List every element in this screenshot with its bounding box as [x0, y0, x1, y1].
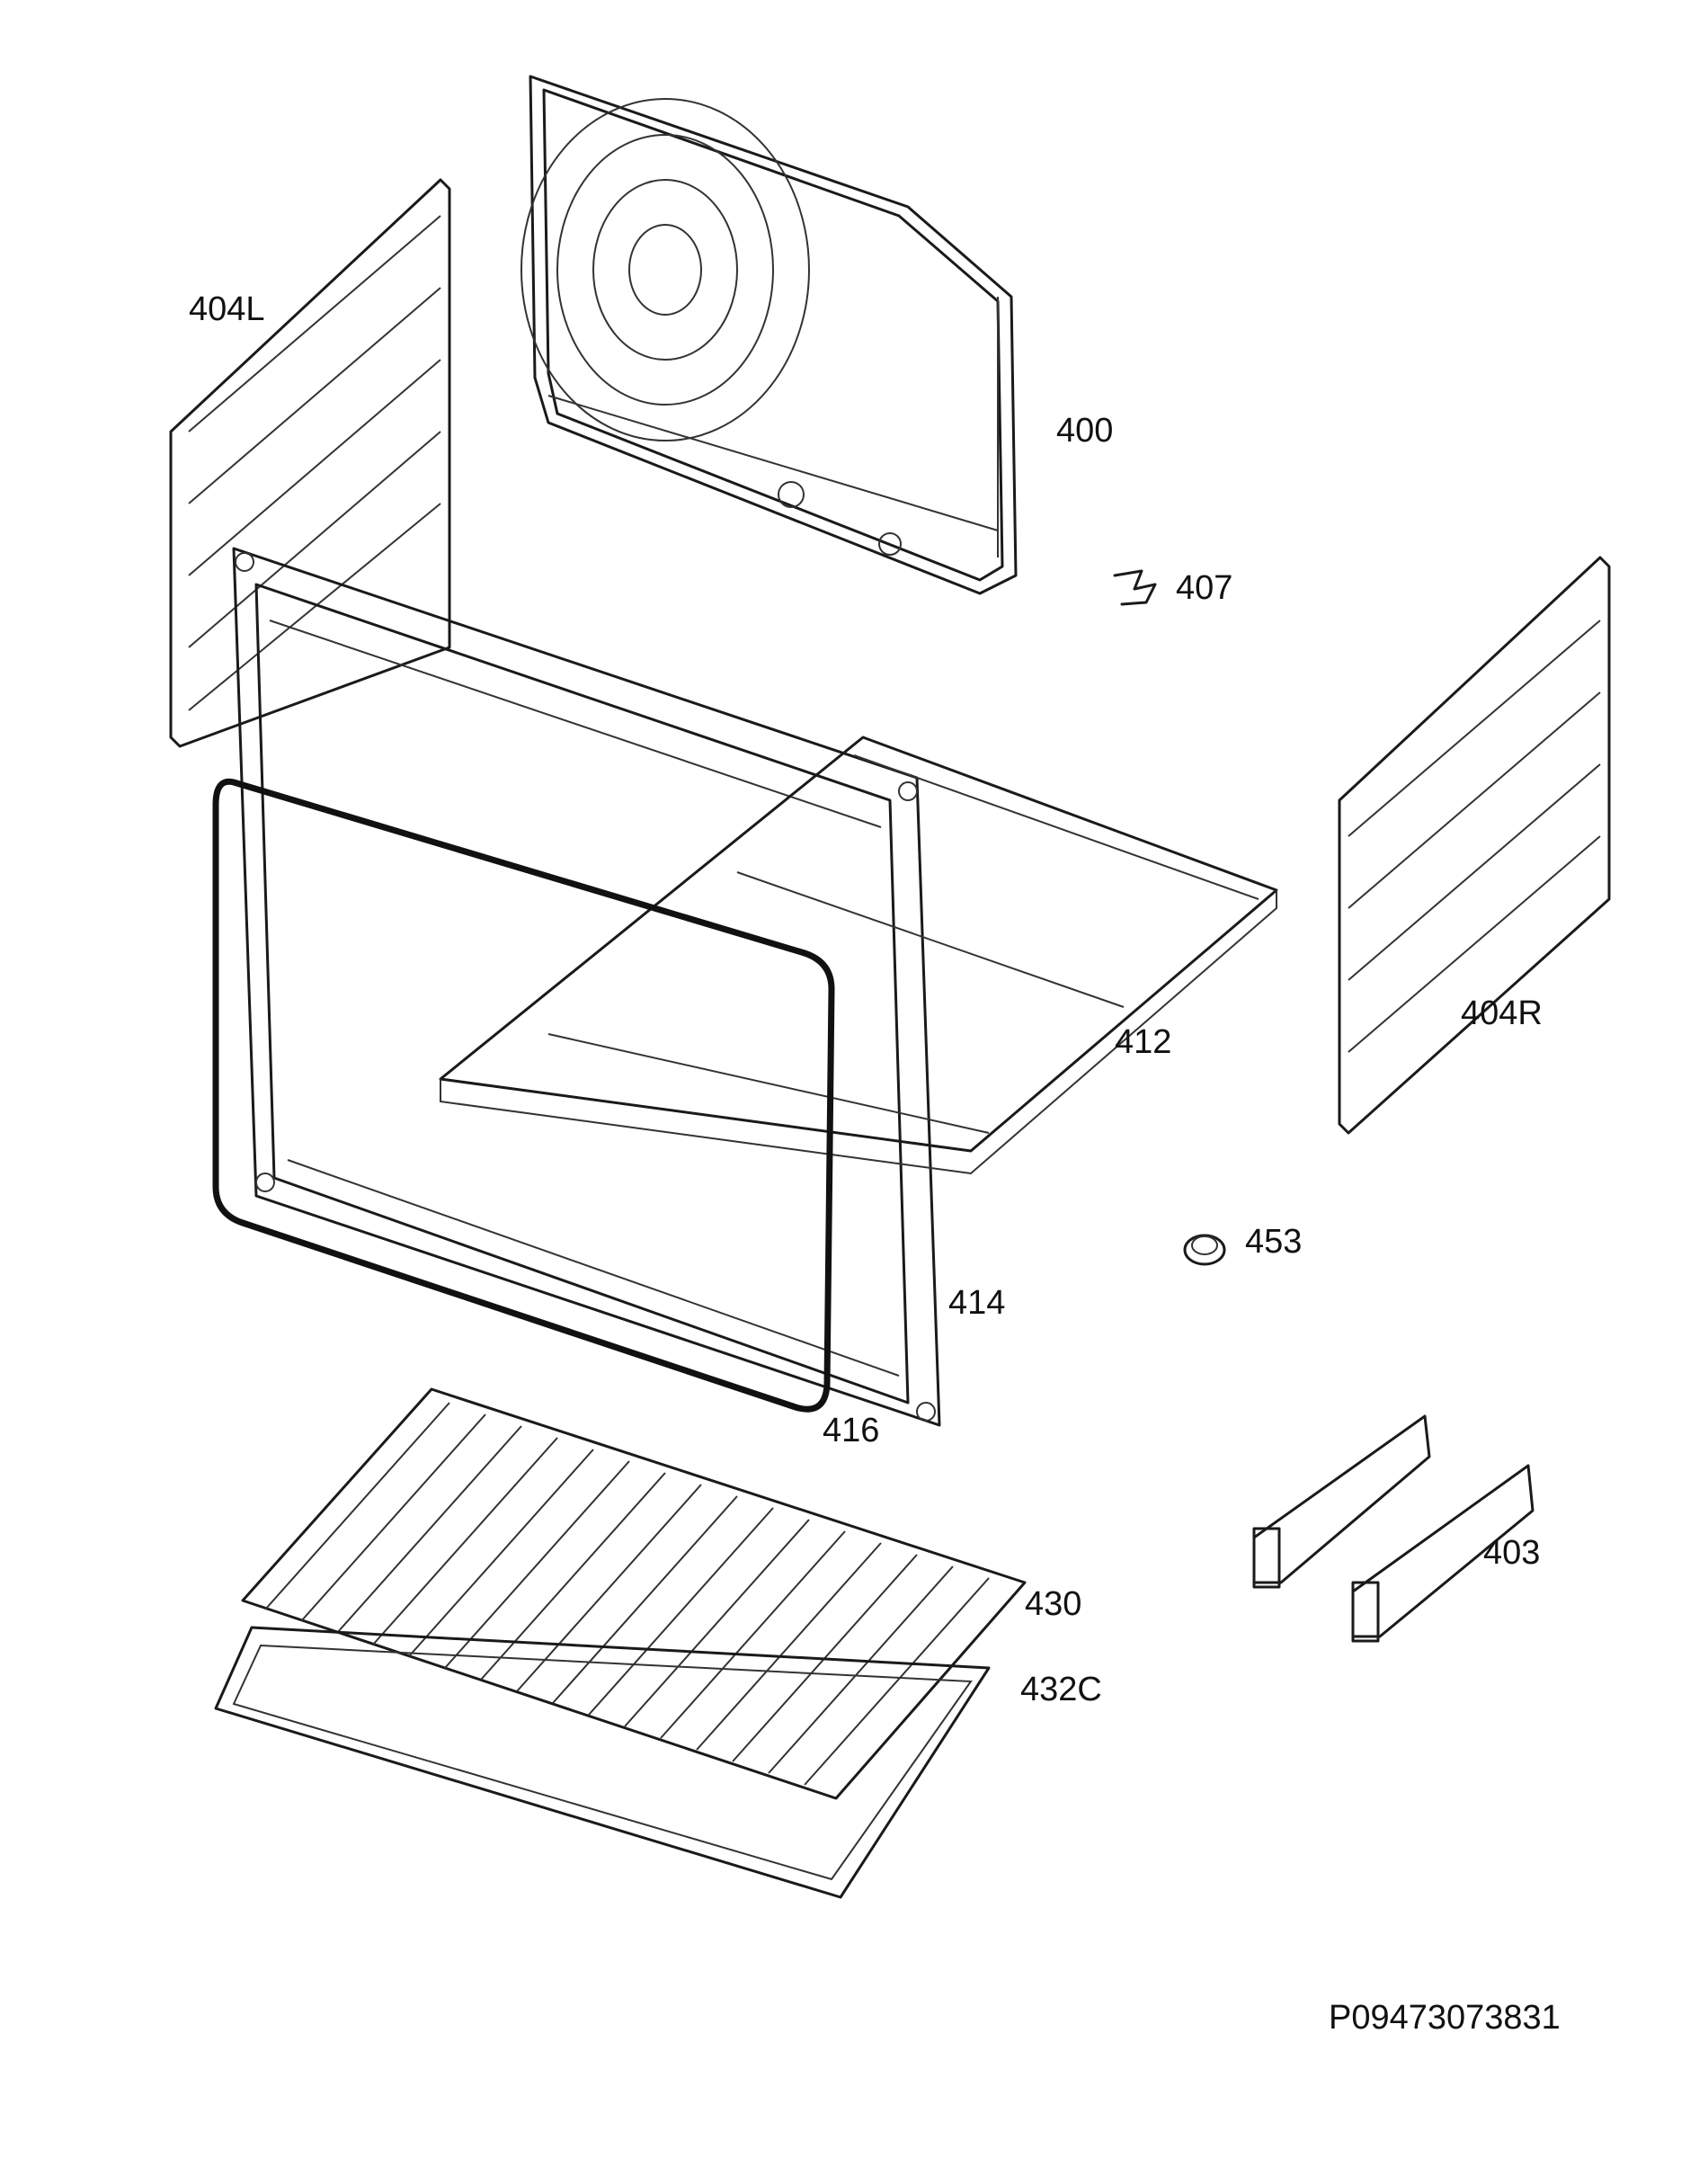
label-432C: 432C	[1020, 1671, 1102, 1708]
label-404L: 404L	[189, 290, 265, 328]
label-400: 400	[1056, 412, 1114, 450]
label-412: 412	[1115, 1023, 1172, 1061]
label-416: 416	[823, 1412, 880, 1449]
part-412-oven-floor	[439, 736, 1278, 1175]
part-400-back-panel	[520, 75, 1018, 595]
part-430-wire-shelf	[241, 1387, 1027, 1800]
label-453: 453	[1245, 1223, 1303, 1261]
part-416-door-seal	[212, 778, 835, 1413]
label-430: 430	[1025, 1585, 1082, 1623]
part-403-telescopic-rails	[1252, 1414, 1535, 1643]
label-403: 403	[1483, 1534, 1541, 1572]
part-404L-left-shelf-support	[169, 178, 451, 748]
label-404R: 404R	[1461, 994, 1543, 1032]
part-404R-right-shelf-support	[1338, 556, 1611, 1135]
label-407: 407	[1176, 569, 1233, 607]
label-414: 414	[948, 1284, 1006, 1322]
document-id: P09473073831	[1329, 1999, 1561, 2037]
part-432C-tray	[214, 1626, 991, 1899]
part-453-bushing	[1183, 1234, 1226, 1266]
part-407-clip	[1113, 569, 1157, 606]
part-414-front-frame	[232, 547, 941, 1427]
